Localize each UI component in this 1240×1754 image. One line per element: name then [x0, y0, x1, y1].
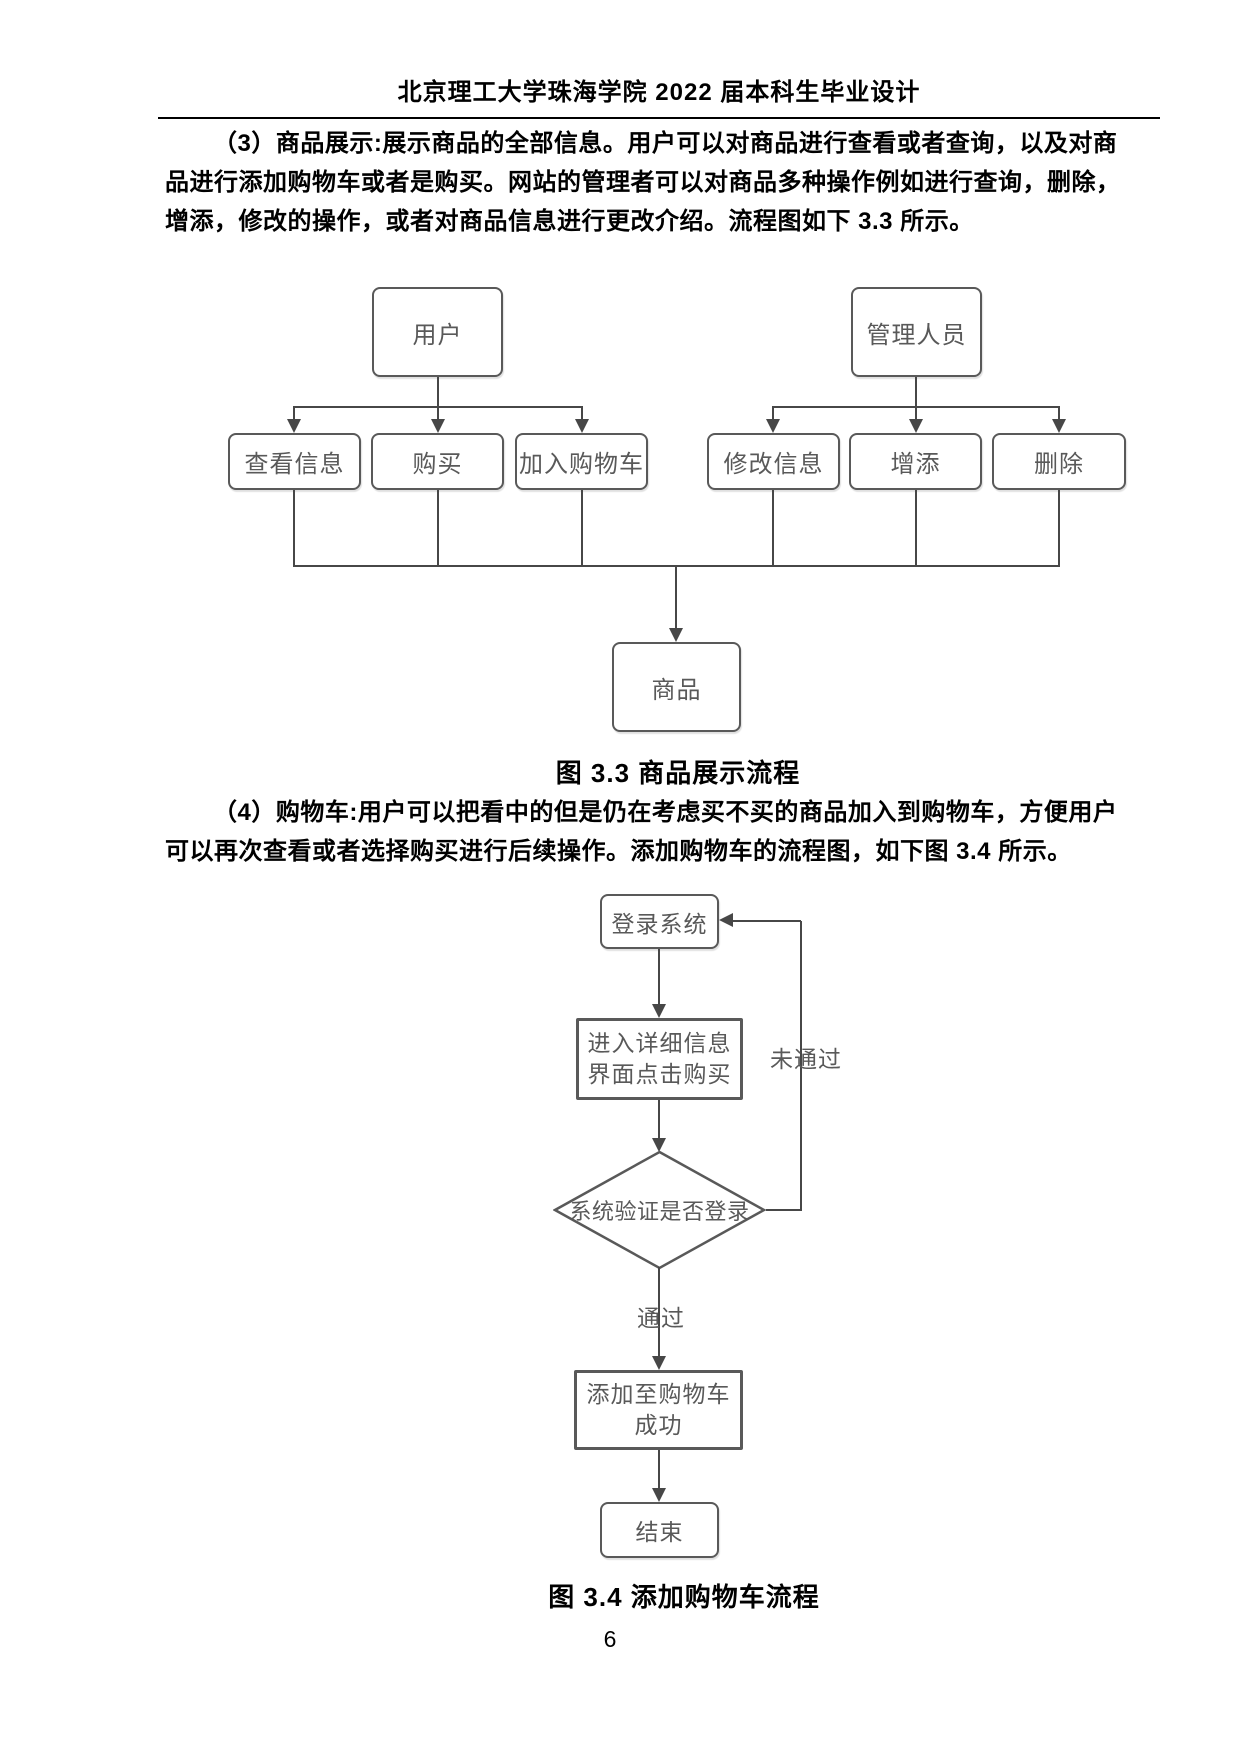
arrowhead-down-icon [652, 1004, 666, 1018]
text-line: 可以再次查看或者选择购买进行后续操作。添加购物车的流程图，如下图 3.4 所示。 [165, 838, 1072, 865]
flow-line [581, 490, 583, 567]
page-number: 6 [603, 1626, 617, 1652]
flow-line [733, 920, 801, 922]
flow-line [437, 490, 439, 567]
flow-node-delete: 删除 [992, 433, 1126, 490]
flow-node-buy: 购买 [371, 433, 504, 490]
flow-node-end: 结束 [600, 1502, 719, 1558]
text-line: 增添，修改的操作，或者对商品信息进行更改介绍。流程图如下 3.3 所示。 [165, 208, 974, 235]
arrowhead-down-icon [1052, 419, 1066, 433]
flow-line [437, 377, 439, 421]
flow-line [772, 490, 774, 567]
arrowhead-down-icon [431, 419, 445, 433]
flow-line [293, 406, 583, 408]
arrowhead-down-icon [652, 1488, 666, 1502]
flow-line [658, 1267, 660, 1356]
paragraph-product-display: （3）商品展示:展示商品的全部信息。用户可以对商品进行查看或者查询，以及对商 品… [165, 124, 1125, 241]
flow-line [658, 949, 660, 1004]
flow-node-admin: 管理人员 [851, 287, 982, 377]
flow-node-login: 登录系统 [600, 894, 719, 949]
flow-line [658, 1100, 660, 1138]
paragraph-shopping-cart: （4）购物车:用户可以把看中的但是仍在考虑买不买的商品加入到购物车，方便用户 可… [165, 793, 1125, 871]
text-line: 品进行添加购物车或者是购买。网站的管理者可以对商品多种操作例如进行查询，删除， [165, 169, 1121, 196]
flow-node-add-new: 增添 [849, 433, 982, 490]
flow-line [293, 407, 295, 421]
arrowhead-down-icon [287, 419, 301, 433]
flow-node-add-to-cart: 加入购物车 [515, 433, 648, 490]
flow-node-verify-login: 系统验证是否登录 [569, 1199, 750, 1224]
arrowhead-down-icon [652, 1356, 666, 1370]
flow-node-product: 商品 [612, 642, 741, 732]
flow-line [766, 1209, 802, 1211]
flow-line [1058, 490, 1060, 567]
arrowhead-down-icon [766, 419, 780, 433]
text-line: （3）商品展示:展示商品的全部信息。用户可以对商品进行查看或者查询，以及对商 [213, 130, 1118, 157]
edge-label-not-passed: 未通过 [770, 1046, 842, 1072]
arrowhead-down-icon [652, 1138, 666, 1152]
flow-node-user: 用户 [372, 287, 503, 377]
flow-line [915, 490, 917, 567]
arrowhead-down-icon [669, 628, 683, 642]
flow-line [658, 1450, 660, 1488]
flow-line [293, 490, 295, 567]
flow-line [675, 566, 677, 628]
flow-node-modify-info: 修改信息 [707, 433, 840, 490]
header-divider [158, 117, 1160, 119]
flow-node-view-info: 查看信息 [228, 433, 361, 490]
text-line: （4）购物车:用户可以把看中的但是仍在考虑买不买的商品加入到购物车，方便用户 [213, 799, 1118, 826]
figure-3-4-caption: 图 3.4 添加购物车流程 [548, 1582, 820, 1612]
flow-node-detail-buy: 进入详细信息 界面点击购买 [576, 1018, 743, 1100]
flow-line [581, 407, 583, 421]
edge-label-passed: 通过 [637, 1305, 685, 1331]
flow-line [772, 407, 774, 421]
arrowhead-down-icon [575, 419, 589, 433]
arrowhead-down-icon [909, 419, 923, 433]
flow-line [800, 921, 802, 1211]
flow-line [915, 377, 917, 421]
page-header-title: 北京理工大学珠海学院 2022 届本科生毕业设计 [397, 79, 921, 106]
figure-3-3-caption: 图 3.3 商品展示流程 [555, 758, 801, 788]
flow-node-added-success: 添加至购物车 成功 [574, 1370, 743, 1450]
arrowhead-left-icon [719, 913, 733, 927]
flow-line [772, 406, 1060, 408]
flow-line [1058, 407, 1060, 421]
